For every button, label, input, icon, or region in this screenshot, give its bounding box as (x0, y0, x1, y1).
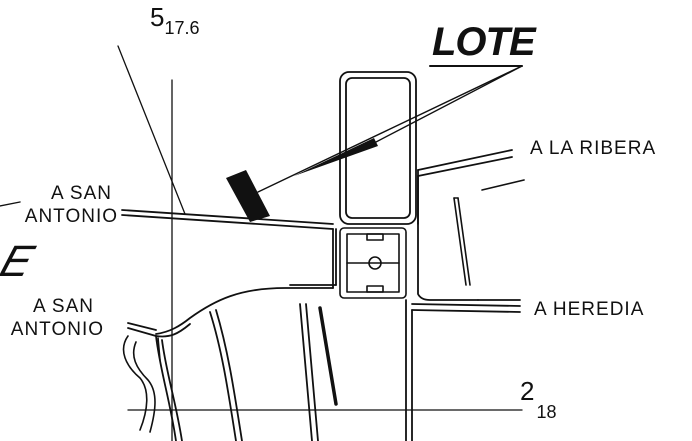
soccer-field (339, 227, 407, 299)
main-block (155, 228, 337, 335)
road-san-antonio-upper (121, 209, 334, 230)
road-san-antonio-lower (127, 322, 191, 338)
lot-label: LOTE (432, 20, 536, 64)
label-a-san-antonio-upper: A SAN ANTONIO (10, 184, 118, 226)
grid-coordinate-bottom-minor: 18 (536, 402, 557, 422)
lower-roads (155, 303, 319, 441)
grid-coordinate-top: 517.6 (150, 2, 200, 37)
pointer-wedge (294, 138, 378, 176)
canal-strip (318, 306, 338, 406)
left-edge (122, 335, 161, 433)
grid-coordinate-bottom-major: 2 (520, 376, 535, 406)
heredia-block (405, 175, 479, 441)
lot-parcel (226, 170, 270, 222)
label-a-san-antonio-upper-line2: ANTONIO (24, 206, 118, 227)
road-heredia (411, 299, 521, 313)
label-a-san-antonio-lower-line1: A SAN (33, 296, 94, 317)
grid-coordinate-top-minor: 17.6 (164, 18, 200, 38)
diagonal-road (117, 45, 186, 215)
tall-block (339, 71, 417, 225)
label-a-san-antonio-upper-line1: A SAN (51, 183, 112, 204)
label-a-san-antonio-lower-line2: ANTONIO (10, 319, 104, 340)
margin-tick (0, 201, 21, 207)
lote-pointer-lines (257, 65, 523, 193)
grid-coordinate-bottom: 218 (520, 376, 557, 421)
label-a-la-ribera: A LA RIBERA (530, 138, 657, 159)
label-a-san-antonio-lower: A SAN ANTONIO (0, 297, 104, 339)
label-a-heredia: A HEREDIA (534, 299, 645, 320)
right-strokes (453, 179, 525, 286)
grid-coordinate-top-major: 5 (150, 2, 165, 32)
